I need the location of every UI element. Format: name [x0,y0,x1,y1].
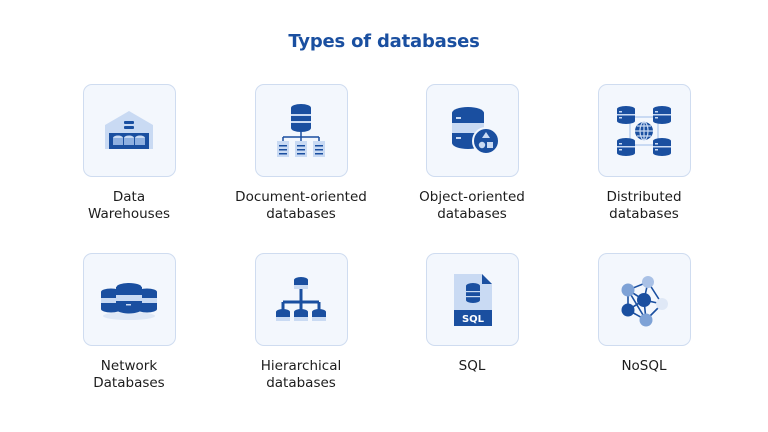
card [82,253,176,346]
item-label: NoSQL [621,358,667,374]
network-database-icon [101,281,157,320]
card [425,84,519,177]
card [254,84,348,177]
card [82,84,176,177]
item-label: Object-oriented databases [419,189,525,222]
item-network-databases: Network Databases [43,253,215,392]
distributed-database-icon [617,105,671,156]
nosql-graph-icon [621,275,668,326]
svg-text:SQL: SQL [462,314,485,325]
sql-file-icon: SQL [454,273,492,326]
card [597,253,691,346]
object-database-icon [452,106,500,155]
item-label: Network Databases [93,358,165,391]
card [597,84,691,177]
item-distributed: Distributed databases [558,84,730,223]
item-nosql: NoSQL [558,253,730,375]
hierarchical-database-icon [276,276,326,321]
item-sql: SQL SQL [386,253,558,375]
warehouse-icon [105,110,153,149]
card: SQL [425,253,519,346]
item-label: Hierarchical databases [260,358,342,391]
card [254,253,348,346]
document-database-icon [277,103,325,157]
item-hierarchical: Hierarchical databases [215,253,387,392]
item-label: SQL [458,358,486,374]
item-document-oriented: Document-oriented databases [215,84,387,223]
page-title: Types of databases [288,31,480,52]
item-data-warehouses: Data Warehouses [43,84,215,223]
item-label: Data Warehouses [87,189,171,222]
item-object-oriented: Object-oriented databases [386,84,558,223]
item-label: Document-oriented databases [235,189,367,222]
item-label: Distributed databases [606,189,682,222]
